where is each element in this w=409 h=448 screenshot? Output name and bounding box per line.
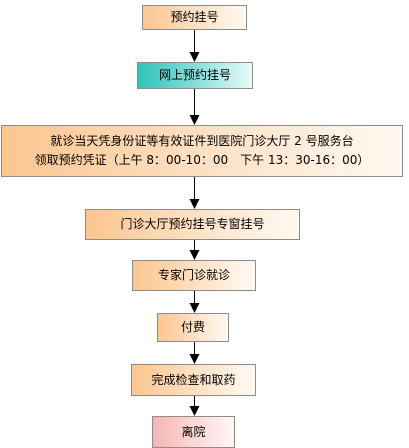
step-collect-voucher-line1: 就诊当天凭身份证等有效证件到医院门诊大厅 2 号服务台 <box>50 134 354 148</box>
step-specialist-visit-label: 专家门诊就诊 <box>157 268 230 282</box>
step-leave-hospital-label: 离院 <box>181 424 206 439</box>
step-online-appointment: 网上预约挂号 <box>137 62 253 89</box>
step-payment: 付费 <box>157 313 229 342</box>
step-specialist-visit: 专家门诊就诊 <box>132 260 256 291</box>
step-payment-label: 付费 <box>180 320 205 334</box>
step-window-registration: 门诊大厅预约挂号专窗挂号 <box>85 209 300 240</box>
step-appointment: 预约挂号 <box>142 5 247 30</box>
step-online-appointment-label: 网上预约挂号 <box>158 68 231 82</box>
step-collect-voucher: 就诊当天凭身份证等有效证件到医院门诊大厅 2 号服务台 领取预约凭证（上午 8：… <box>1 125 403 177</box>
step-appointment-label: 预约挂号 <box>170 10 219 24</box>
step-window-registration-label: 门诊大厅预约挂号专窗挂号 <box>120 217 265 231</box>
step-leave-hospital: 离院 <box>152 416 235 448</box>
step-collect-voucher-line2: 领取预约凭证（上午 8：00-10：00 下午 13：30-16：00） <box>34 153 370 167</box>
step-exam-medicine: 完成检查和取药 <box>131 364 256 396</box>
step-exam-medicine-label: 完成检查和取药 <box>151 372 236 387</box>
